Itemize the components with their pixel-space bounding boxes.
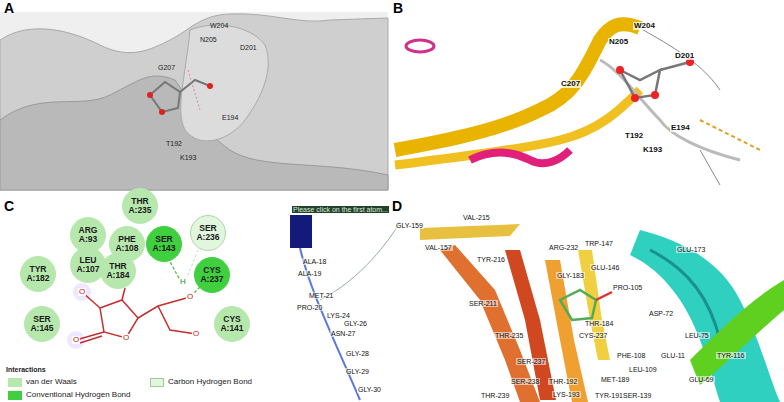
- residue-label: ARG-232: [548, 244, 579, 251]
- residue-label: T192: [624, 132, 644, 140]
- residue-label: GLY-183: [556, 272, 585, 279]
- tooltip-text: Please click on the first atom...: [292, 206, 389, 213]
- residue-name: CYS A:141: [217, 315, 247, 333]
- residue-label: D201: [240, 44, 257, 51]
- residue-label: ALA-19: [297, 270, 322, 277]
- atom-label: O: [122, 334, 130, 342]
- residue-label: E194: [670, 124, 691, 132]
- residue-circle: SER A:236: [190, 215, 226, 251]
- atom-label: O: [78, 288, 86, 296]
- residue-label: K193: [180, 154, 196, 161]
- legend-text: van der Waals: [26, 378, 77, 386]
- residue-label: THR-239: [480, 392, 510, 399]
- residue-circle: SER A:143: [146, 226, 182, 262]
- residue-label: PRO-105: [612, 284, 643, 291]
- residue-label: ASN-27: [330, 330, 357, 337]
- residue-circle: CYS A:237: [194, 257, 230, 293]
- ligand-structure: [67, 283, 196, 349]
- residue-label: LYS-193: [552, 391, 581, 398]
- ribbon-panel: [395, 24, 760, 185]
- panel-letter: C: [4, 199, 14, 213]
- atom-label: O: [192, 330, 200, 338]
- residue-label: SER-139: [622, 392, 652, 399]
- residue-label: VAL-215: [462, 214, 491, 221]
- residue-name: CYS A:237: [197, 266, 227, 284]
- legend-heading: Interactions: [6, 366, 46, 373]
- protein-cartoon: [290, 215, 784, 402]
- residue-label: N205: [608, 38, 629, 46]
- residue-label: TYR-116: [716, 352, 746, 359]
- residue-label: K193: [642, 146, 663, 154]
- panel-letter: D: [392, 199, 402, 213]
- residue-label: PRO-20: [296, 304, 323, 311]
- residue-label: LEU-109: [628, 366, 658, 373]
- residue-name: THR A:235: [125, 197, 155, 215]
- residue-name: LEU A:107: [73, 256, 103, 274]
- residue-name: TYR A:182: [23, 265, 53, 283]
- residue-label: CYS-237: [578, 332, 608, 339]
- atom-label: O: [186, 293, 194, 301]
- residue-label: GLU-146: [590, 264, 620, 271]
- atom-label: H: [179, 278, 187, 286]
- residue-label: W204: [633, 22, 656, 30]
- residue-label: GLU-173: [676, 246, 706, 253]
- residue-label: GLY-26: [343, 320, 368, 327]
- residue-label: TYR-191: [594, 392, 624, 399]
- residue-label: PHE-108: [616, 352, 646, 359]
- panel-letter: B: [393, 1, 403, 15]
- residue-label: LEU-75: [684, 332, 710, 339]
- residue-label: ASP-72: [648, 310, 674, 317]
- residue-label: GLY-29: [345, 368, 370, 375]
- residue-label: N205: [200, 36, 217, 43]
- residue-name: SER A:145: [27, 315, 57, 333]
- residue-circle: CYS A:141: [214, 306, 250, 342]
- residue-label: GLU-69: [688, 376, 715, 383]
- residue-label: TYR-216: [476, 256, 506, 263]
- residue-name: SER A:143: [149, 235, 179, 253]
- residue-label: GLY-28: [345, 350, 370, 357]
- panel-letter: A: [4, 1, 14, 15]
- residue-label: MET-189: [600, 376, 630, 383]
- residue-name: SER A:236: [193, 224, 223, 242]
- surface-panel: [0, 12, 388, 190]
- residue-circle: THR A:235: [122, 188, 158, 224]
- residue-label: T192: [166, 140, 182, 147]
- residue-name: ARG A:93: [73, 226, 103, 244]
- legend-swatch: [8, 391, 22, 400]
- residue-circle: THR A:184: [100, 253, 136, 289]
- residue-label: D201: [674, 52, 695, 60]
- legend-swatch: [8, 378, 22, 387]
- residue-label: GLY-30: [357, 386, 382, 393]
- residue-label: GLY-159: [395, 222, 424, 229]
- legend-text: Conventional Hydrogen Bond: [26, 391, 131, 399]
- residue-label: SER-211: [468, 300, 498, 307]
- residue-label: LYS-24: [326, 312, 351, 319]
- legend-text: Carbon Hydrogen Bond: [168, 378, 252, 386]
- residue-label: MET-21: [308, 292, 335, 299]
- residue-label: THR-184: [584, 320, 614, 327]
- residue-label: ALA-18: [302, 258, 327, 265]
- residue-label: VAL-157: [424, 244, 453, 251]
- residue-name: THR A:184: [103, 262, 133, 280]
- residue-label: SER-238: [510, 378, 540, 385]
- residue-label: C207: [560, 80, 581, 88]
- residue-circle: SER A:145: [24, 306, 60, 342]
- legend-swatch: [150, 378, 164, 387]
- atom-label: O: [72, 336, 80, 344]
- residue-label: E194: [222, 114, 238, 121]
- residue-label: TRP-147: [584, 240, 614, 247]
- residue-label: SER-237: [516, 358, 546, 365]
- residue-label: G207: [158, 64, 175, 71]
- residue-name: PHE A:108: [112, 235, 142, 253]
- residue-label: W204: [210, 22, 228, 29]
- residue-label: GLU-11: [660, 352, 686, 359]
- residue-circle: TYR A:182: [20, 256, 56, 292]
- residue-label: THR-235: [494, 332, 524, 339]
- residue-label: THR-192: [548, 378, 578, 385]
